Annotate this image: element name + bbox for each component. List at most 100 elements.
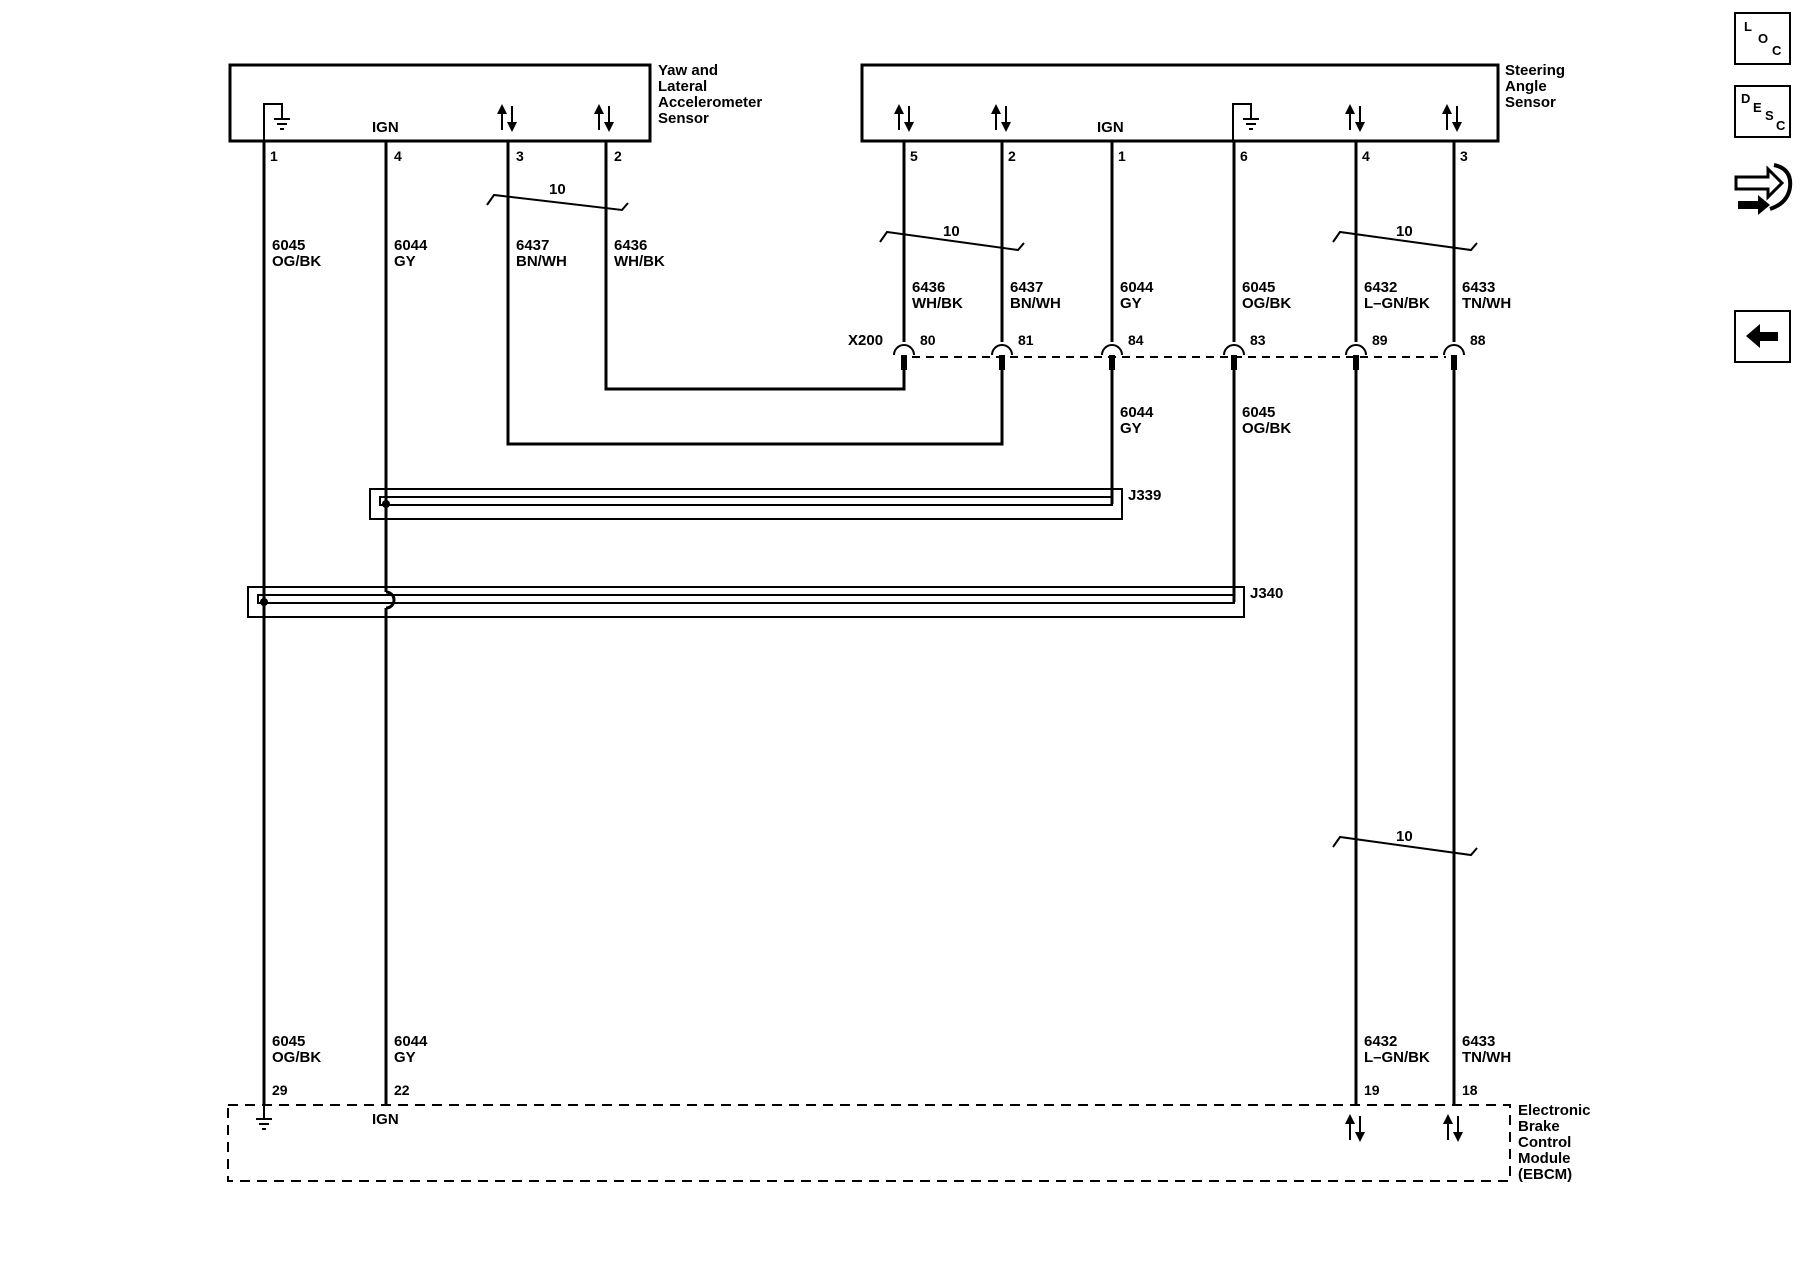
splice-j339: J339	[369, 487, 1161, 520]
splice-j339-node	[382, 500, 390, 508]
description-icon-s: S	[1765, 108, 1774, 123]
wire-labels: 6045 OG/BK 6044 GY 6437 BN/WH 6436 WH/BK…	[272, 237, 1511, 1066]
yaw-ign-label: IGN	[372, 119, 399, 136]
wire-6436-yaw	[604, 141, 906, 391]
wire-label-bot-6432-num: 6432	[1364, 1033, 1397, 1050]
sas-ign-label: IGN	[1097, 119, 1124, 136]
yaw-sensor-title-4: Sensor	[658, 110, 709, 127]
bidirectional-arrow-icon	[1443, 1114, 1463, 1142]
loc-button[interactable]: L O C	[1734, 12, 1791, 65]
wire-label-6045-num: 6045	[272, 237, 305, 254]
connector-terminal	[893, 344, 915, 370]
wire-label-mid-6045-color: OG/BK	[1242, 420, 1291, 437]
wire-label-6045-color: OG/BK	[272, 253, 321, 270]
bidirectional-arrow-icon	[991, 104, 1011, 132]
yaw-sensor-module: Yaw and Lateral Accelerometer Sensor IGN…	[228, 62, 762, 164]
connector-tool-icon	[1734, 163, 1793, 215]
wire-label-bot-6433-color: TN/WH	[1462, 1049, 1511, 1066]
sas-pin-2: 2	[1008, 148, 1016, 164]
connector-pin-83: 83	[1250, 332, 1266, 348]
sas-pin-5: 5	[910, 148, 918, 164]
wire-label-6044-num: 6044	[394, 237, 428, 254]
wire-6044-hop	[385, 590, 396, 610]
connector-tool-button[interactable]	[1730, 155, 1796, 221]
splice-j340-bar	[257, 594, 1235, 604]
ebcm-title-1: Electronic	[1518, 1102, 1591, 1119]
wire-label-sas-6044-num: 6044	[1120, 279, 1154, 296]
wire-label-6437-color: BN/WH	[516, 253, 567, 270]
ebcm-pin-29: 29	[272, 1082, 288, 1098]
splice-j339-outline	[369, 488, 1123, 520]
yaw-sensor-title-2: Lateral	[658, 78, 707, 95]
wire-label-6436-color: WH/BK	[614, 253, 665, 270]
wire-label-bot-6044-color: GY	[394, 1049, 416, 1066]
connector-pin-81: 81	[1018, 332, 1034, 348]
ground-icon	[256, 1105, 272, 1130]
bidirectional-arrow-icon	[1345, 104, 1365, 132]
connector-x200: X200 80 81 84 83 89 88	[848, 332, 1486, 370]
sas-title-1: Steering	[1505, 62, 1565, 79]
ebcm-module: Electronic Brake Control Module (EBCM) 2…	[227, 1082, 1591, 1183]
bidirectional-arrow-icon	[497, 104, 517, 132]
yaw-pin-1: 1	[270, 148, 278, 164]
wire-label-mid-6045-num: 6045	[1242, 404, 1275, 421]
wire-label-sas-6436-num: 6436	[912, 279, 945, 296]
yaw-sensor-box	[228, 63, 652, 143]
splice-j340-node	[260, 598, 268, 606]
ebcm-ign-label: IGN	[372, 1111, 399, 1128]
wire-label-sas-6437-num: 6437	[1010, 279, 1043, 296]
yaw-pin-3: 3	[516, 148, 524, 164]
connector-terminal	[1223, 344, 1245, 370]
wire-label-bot-6045-num: 6045	[272, 1033, 305, 1050]
ground-icon	[263, 103, 290, 141]
connector-pin-88: 88	[1470, 332, 1486, 348]
sas-pin-4: 4	[1362, 148, 1370, 164]
ebcm-title-2: Brake	[1518, 1118, 1560, 1135]
sas-pin-1: 1	[1118, 148, 1126, 164]
bidirectional-arrow-icon	[894, 104, 914, 132]
wire-label-bot-6044-num: 6044	[394, 1033, 428, 1050]
connector-terminal	[1443, 344, 1465, 370]
bidirectional-arrow-icon	[594, 104, 614, 132]
sas-title-2: Angle	[1505, 78, 1547, 95]
wire-label-mid-6044-color: GY	[1120, 420, 1142, 437]
ground-icon	[1232, 103, 1259, 141]
wire-label-6437-num: 6437	[516, 237, 549, 254]
description-icon: D	[1741, 91, 1751, 106]
wire-label-sas-6044-color: GY	[1120, 295, 1142, 312]
wire-label-sas-6437-color: BN/WH	[1010, 295, 1061, 312]
connector-terminal	[1345, 344, 1367, 370]
wires	[262, 141, 1456, 1105]
sas-title-3: Sensor	[1505, 94, 1556, 111]
splice-j339-bar	[379, 496, 1113, 506]
yaw-pin-2: 2	[614, 148, 622, 164]
location-icon-o: O	[1758, 31, 1769, 46]
wire-label-sas-6433-num: 6433	[1462, 279, 1495, 296]
back-arrow-icon	[1746, 324, 1778, 348]
ebcm-pin-19: 19	[1364, 1082, 1380, 1098]
twist-label-lower: 10	[1396, 828, 1413, 845]
splice-j340-label: J340	[1250, 585, 1283, 602]
wire-label-sas-6045-color: OG/BK	[1242, 295, 1291, 312]
splice-j339-label: J339	[1128, 487, 1161, 504]
wire-label-6044-color: GY	[394, 253, 416, 270]
connector-terminal	[1101, 344, 1123, 370]
wire-label-sas-6436-color: WH/BK	[912, 295, 963, 312]
yaw-sensor-title-1: Yaw and	[658, 62, 718, 79]
location-icon: L	[1744, 19, 1752, 34]
splice-j340: J340	[247, 585, 1283, 618]
back-button[interactable]	[1734, 310, 1791, 363]
twist-label-sas-left: 10	[943, 223, 960, 240]
connector-pin-80: 80	[920, 332, 936, 348]
wire-label-sas-6433-color: TN/WH	[1462, 295, 1511, 312]
steering-angle-sensor-module: Steering Angle Sensor IGN 5 2 1 6	[860, 62, 1565, 164]
twist-label-yaw: 10	[549, 181, 566, 198]
desc-button[interactable]: D E S C	[1734, 85, 1791, 138]
ebcm-title-5: (EBCM)	[1518, 1166, 1572, 1183]
twisted-pair-markers: 10 10 10 10	[486, 181, 1478, 857]
yaw-sensor-title-3: Accelerometer	[658, 94, 762, 111]
ebcm-title-4: Module	[1518, 1150, 1571, 1167]
connector-terminal	[991, 344, 1013, 370]
description-icon-e: E	[1753, 100, 1762, 115]
